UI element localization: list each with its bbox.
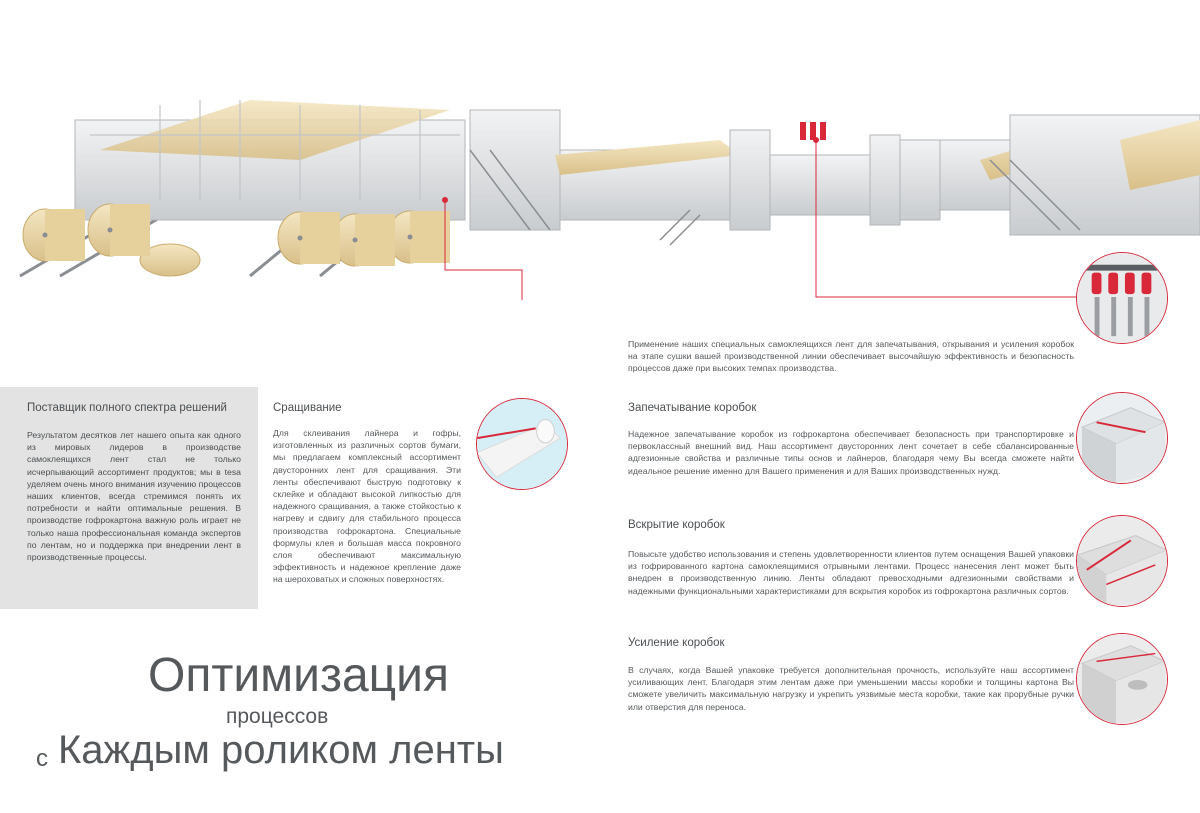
corrugator-line-illustration bbox=[19, 100, 1200, 300]
sealing-text: Надежное запечатывание коробок из гофрок… bbox=[628, 429, 1074, 476]
splicing-title: Сращивание bbox=[273, 402, 342, 414]
sealing-title: Запечатывание коробок bbox=[628, 402, 757, 414]
box-sealing-icon bbox=[1076, 392, 1168, 484]
reinforcing-text: В случаях, когда Вашей упаковке требуетс… bbox=[628, 665, 1074, 712]
headline-line2: процессов bbox=[226, 705, 329, 728]
sidebar-title: Поставщик полного спектра решений bbox=[27, 402, 227, 414]
reinforcing-title: Усиление коробок bbox=[628, 637, 725, 649]
sidebar-panel: Поставщик полного спектра решений Резуль… bbox=[0, 387, 258, 609]
sidebar-text: Результатом десятков лет нашего опыта ка… bbox=[27, 430, 241, 563]
box-opening-icon bbox=[1076, 515, 1168, 607]
tape-roll-icon bbox=[476, 398, 568, 490]
printer-head-icon bbox=[1076, 252, 1168, 344]
headline-line3-prefix: с bbox=[36, 745, 48, 772]
opening-title: Вскрытие коробок bbox=[628, 519, 725, 531]
opening-text: Повысьте удобство использования и степен… bbox=[628, 549, 1074, 596]
intro-text: Применение наших специальных самоклеящих… bbox=[628, 339, 1074, 374]
splicing-text: Для склеивания лайнера и гофры, изготовл… bbox=[273, 428, 461, 585]
headline-line1: Оптимизация bbox=[148, 649, 449, 702]
box-reinforcing-icon bbox=[1076, 633, 1168, 725]
headline-line3: Каждым роликом ленты bbox=[58, 728, 504, 772]
